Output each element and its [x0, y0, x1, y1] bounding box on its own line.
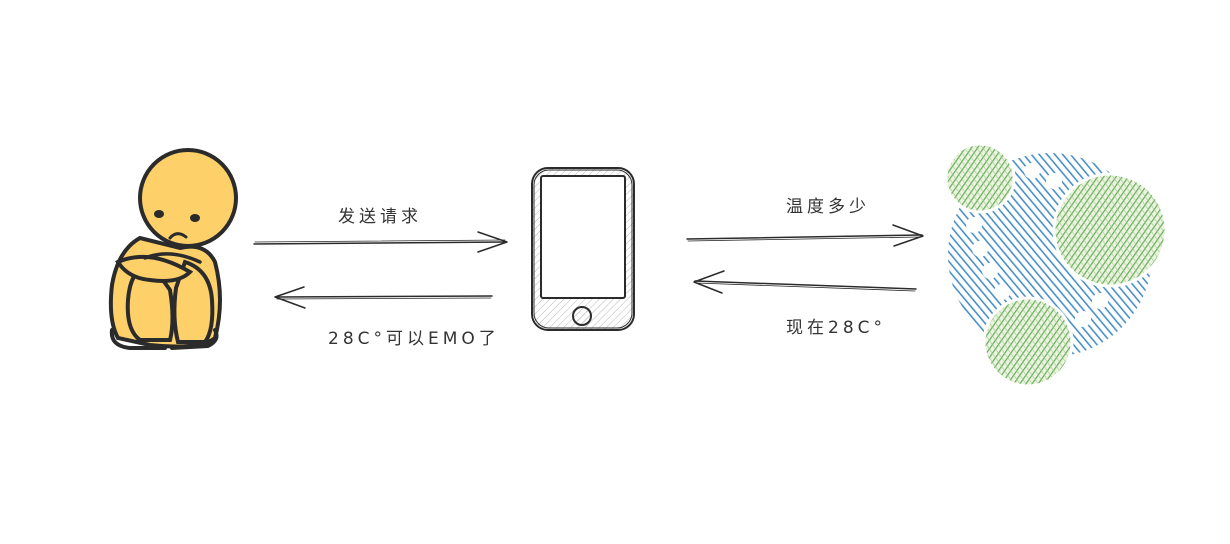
label-ask-temperature: 温度多少	[786, 197, 870, 217]
neo4j-logo-icon	[944, 142, 1168, 388]
label-reply-user: 28C°可以EMO了	[328, 329, 500, 349]
label-send-request: 发送请求	[338, 207, 422, 227]
logo-dots	[966, 163, 1108, 327]
arrow-ask-temperature	[686, 224, 924, 247]
arrow-reply-server	[693, 270, 917, 294]
label-reply-server: 现在28C°	[786, 318, 886, 338]
smartphone-icon	[531, 167, 635, 331]
sad-person-icon	[108, 148, 238, 350]
arrow-reply-user	[274, 286, 493, 309]
arrow-send-request	[253, 231, 508, 253]
